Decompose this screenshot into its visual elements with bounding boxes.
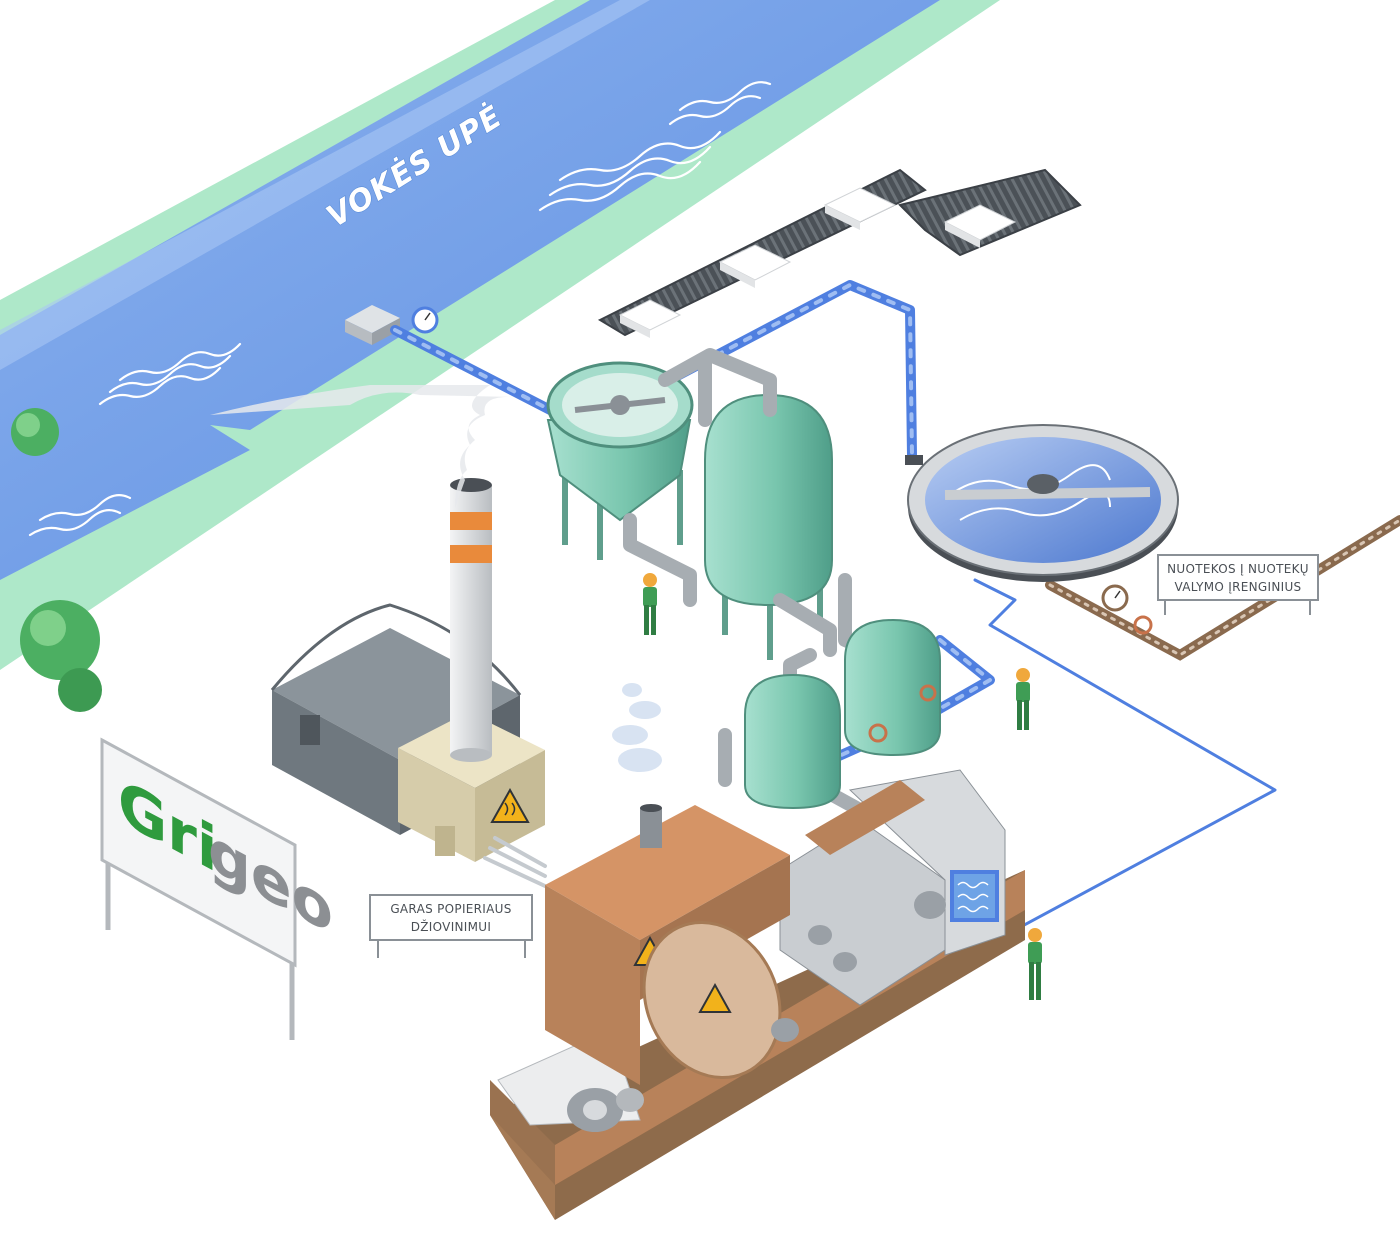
press-rollers [771, 891, 946, 1042]
company-sign: Gri geo [100, 737, 333, 1040]
river-waves [28, 81, 772, 537]
valve-wheel-icon [919, 684, 937, 702]
steam-label-board: GARAS POPIERIAUS DŽIOVINIMUI [369, 894, 533, 958]
water-intake [345, 305, 400, 345]
tree-icon [11, 408, 59, 456]
filter-tank [844, 618, 941, 757]
filter-tank [744, 673, 841, 810]
paper-stack [718, 244, 792, 288]
clarifier-tank [546, 361, 694, 560]
wastewater-label-line2: VALYMO ĮRENGINIUS [1175, 580, 1302, 594]
grass-bank [0, 0, 1000, 670]
steam-label-line2: DŽIOVINIMUI [411, 919, 491, 934]
valve-wheel-icon [868, 723, 888, 743]
pressure-vessel [704, 393, 833, 660]
paper-stack [943, 204, 1017, 248]
wastewater-label-board: NUOTEKOS Į NUOTEKŲ VALYMO ĮRENGINIUS [1157, 554, 1319, 615]
steam-cloud-icon [210, 385, 515, 508]
steam-lines [483, 836, 547, 888]
wastewater-pipe [1045, 515, 1400, 661]
valve-wheel-icon [1133, 615, 1153, 635]
pressure-gauge-icon [411, 306, 439, 334]
pressure-gauge-icon [1101, 584, 1129, 612]
chimney [450, 478, 492, 762]
steam-cloud-icon [612, 683, 662, 772]
paper-conveyor [597, 168, 1082, 338]
warning-hot-surface-icon [698, 982, 732, 1013]
settling-pond [905, 424, 1179, 582]
tree-icon [20, 600, 102, 712]
wastewater-label-line1: NUOTEKOS Į NUOTEKŲ [1167, 562, 1309, 576]
worker-icon [643, 573, 657, 635]
warning-hot-surface-icon [490, 787, 530, 823]
heat-exchanger [950, 870, 999, 922]
worker-icon [1028, 928, 1042, 1000]
paper-stack [618, 299, 682, 338]
paper-stack [823, 187, 897, 230]
worker-icon [1016, 668, 1030, 730]
steam-label-line1: GARAS POPIERIAUS [390, 902, 511, 916]
